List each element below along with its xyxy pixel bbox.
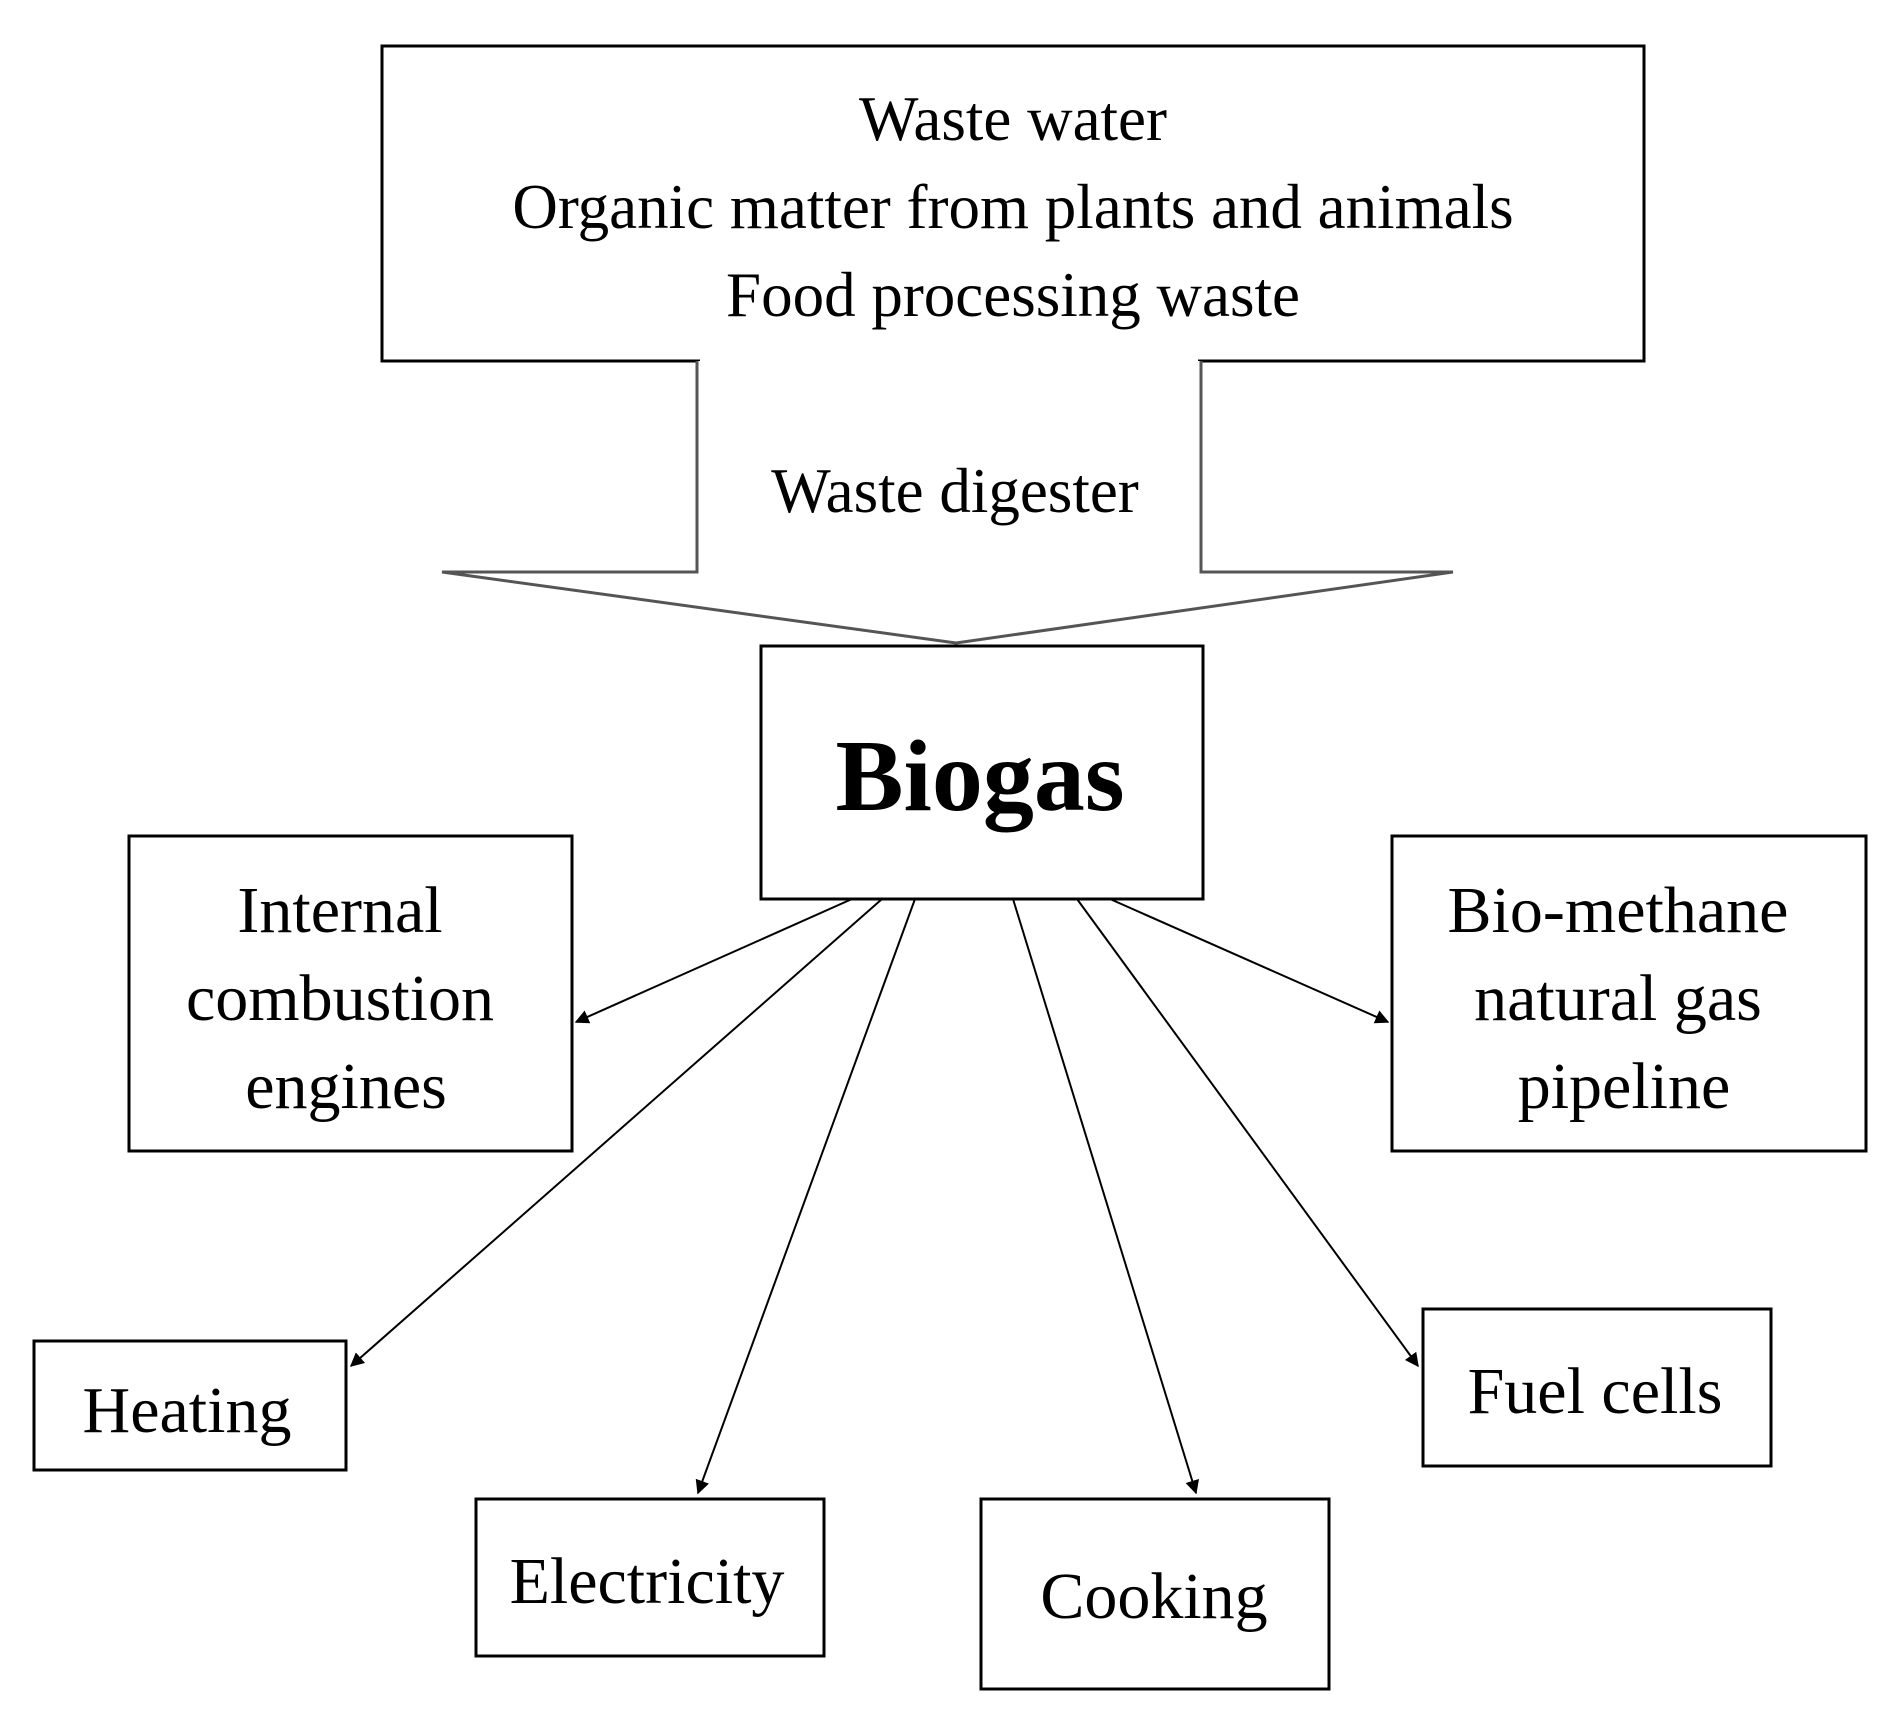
engines-label-line-2: combustion <box>186 962 494 1035</box>
arrow-biogas-to-cooking <box>1012 898 1199 1495</box>
engines-box <box>127 834 574 1153</box>
pipeline-label-line-3: pipeline <box>1518 1050 1731 1123</box>
engines-label-line-3: engines <box>245 1050 447 1123</box>
inputs-box <box>380 44 1646 363</box>
digester-arrow-shape <box>441 361 1454 645</box>
waste-digester-label: Waste digester <box>771 456 1139 526</box>
fuel-cells-label: Fuel cells <box>1468 1355 1723 1428</box>
pipeline-label-line-2: natural gas <box>1474 962 1762 1035</box>
arrow-biogas-to-pipeline <box>1109 898 1390 1024</box>
arrow-biogas-to-heating <box>349 898 883 1367</box>
input-organic-matter: Organic matter from plants and animals <box>512 172 1513 242</box>
biogas-node: Biogas <box>759 644 1205 901</box>
fuel-cells-node: Fuel cells <box>1421 1307 1773 1468</box>
electricity-box <box>474 1497 826 1658</box>
fuel-cells-box <box>1421 1307 1773 1468</box>
arrow-biogas-to-engines <box>574 898 853 1024</box>
engines-node: Internal combustion engines <box>127 834 574 1153</box>
engines-label-line-1: Internal <box>237 874 442 947</box>
arrow-biogas-to-electricity <box>695 898 916 1495</box>
biogas-box <box>759 644 1205 901</box>
biogas-label: Biogas <box>835 720 1124 833</box>
electricity-node: Electricity <box>474 1497 826 1658</box>
heating-node: Heating <box>32 1339 348 1472</box>
cooking-box <box>979 1497 1331 1691</box>
inputs-node: Waste water Organic matter from plants a… <box>380 44 1646 363</box>
heating-box <box>32 1339 348 1472</box>
pipeline-node: Bio-methane natural gas pipeline <box>1390 834 1868 1153</box>
pipeline-box <box>1390 834 1868 1153</box>
heating-label: Heating <box>83 1374 292 1447</box>
cooking-node: Cooking <box>979 1497 1331 1691</box>
input-waste-water: Waste water <box>859 84 1167 154</box>
arrow-biogas-to-fuel-cells <box>1076 898 1419 1368</box>
cooking-label: Cooking <box>1040 1560 1267 1633</box>
electricity-label: Electricity <box>510 1545 785 1618</box>
output-arrows <box>349 898 1419 1495</box>
input-food-processing-waste: Food processing waste <box>726 260 1300 330</box>
pipeline-label-line-1: Bio-methane <box>1448 874 1789 947</box>
waste-digester-arrow: Waste digester <box>441 358 1454 645</box>
